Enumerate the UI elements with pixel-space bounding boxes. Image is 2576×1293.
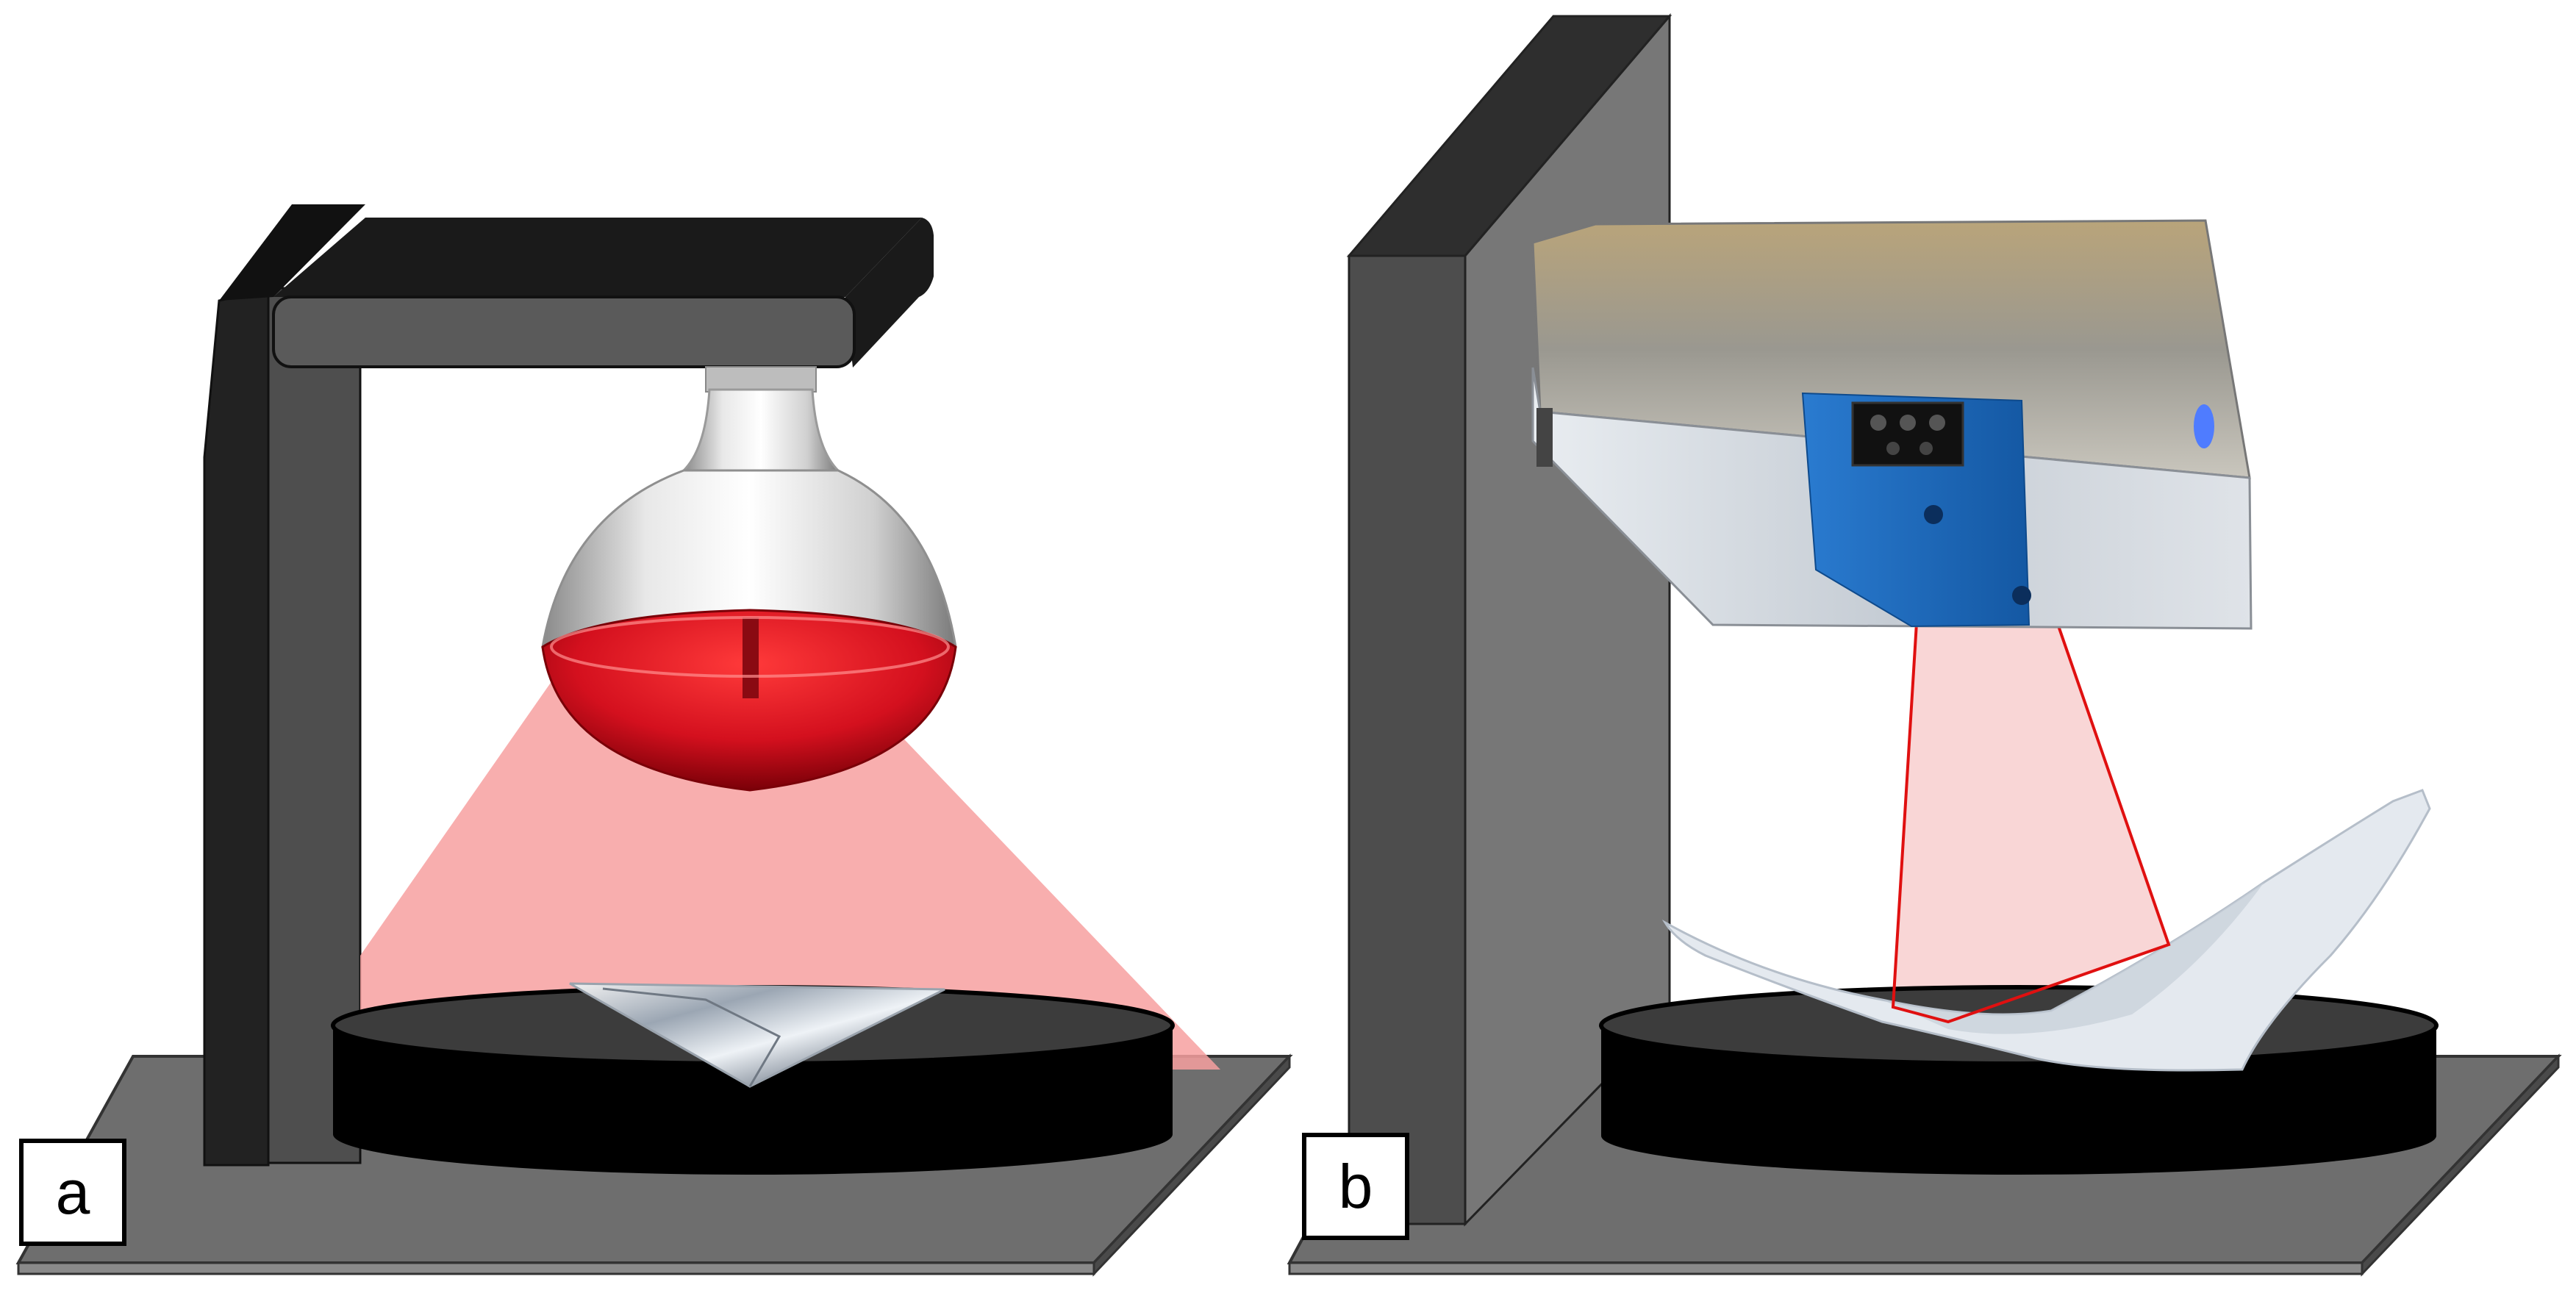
infrared-bulb <box>541 366 957 792</box>
bulb-red-dome <box>541 609 957 792</box>
3d-scanner <box>1531 219 2253 630</box>
scanner-lens-2 <box>1900 415 1916 431</box>
scanner-side-vent <box>1536 408 1553 467</box>
scanner-lens-3 <box>1929 415 1945 431</box>
wall-panel-front <box>1348 254 1467 1225</box>
heat-beam <box>360 640 1220 1070</box>
scanned-mesh-shade <box>1882 882 2264 1034</box>
bulb-socket <box>705 366 817 393</box>
scanner-top <box>1531 219 2251 479</box>
panel-a <box>15 204 1293 1277</box>
base-plate-b-edge <box>1288 1261 2364 1275</box>
stand-pillar-side <box>203 287 275 1167</box>
base-plate-a-edge <box>17 1261 1095 1275</box>
scanner-screw-1 <box>1924 505 1943 524</box>
turntable-a-bottom <box>333 1094 1173 1175</box>
scanner-lens-4 <box>1886 442 1900 455</box>
scanner-lens-5 <box>1920 442 1933 455</box>
base-plate-b-side <box>2361 1053 2560 1277</box>
panel-label-a: a <box>19 1139 126 1246</box>
foil-sample-crease <box>602 987 781 1087</box>
bulb-reflection <box>550 616 950 678</box>
stand-arm-top <box>273 218 922 297</box>
scanner-status-light <box>2194 404 2214 448</box>
stand-pillar-top <box>219 204 365 301</box>
foil-sample <box>569 982 945 1088</box>
stand-arm-end <box>845 218 934 368</box>
scanned-mesh <box>1661 789 2431 1072</box>
base-plate-a-side <box>1092 1053 1291 1277</box>
scanner-lens-1 <box>1870 415 1886 431</box>
panel-b <box>1287 12 2562 1277</box>
stand-arm-front <box>272 296 856 368</box>
bulb-filament <box>743 617 759 698</box>
turntable-b-bottom <box>1601 1097 2436 1175</box>
panel-label-b: b <box>1302 1133 1409 1240</box>
scanner-screw-2 <box>2012 586 2031 605</box>
scanner-lens-window <box>1851 401 1964 467</box>
bulb-neck <box>681 388 841 472</box>
